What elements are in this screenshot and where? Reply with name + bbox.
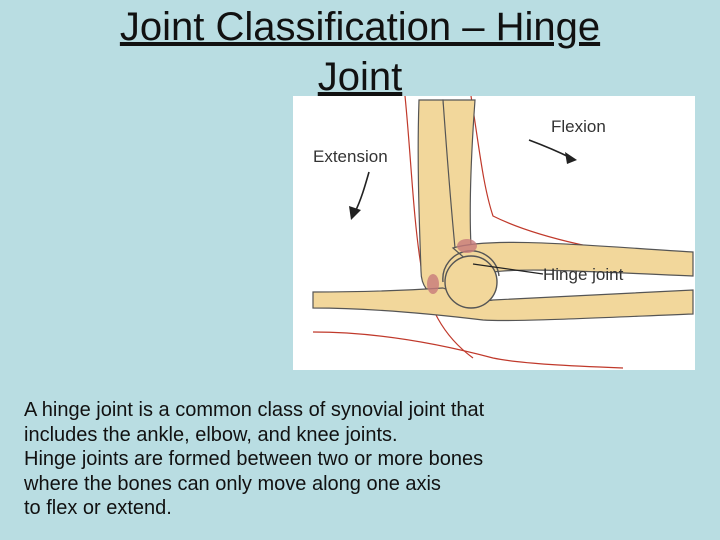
joint-head (444, 255, 498, 309)
body-line-4: where the bones can only move along one … (24, 472, 441, 495)
cartilage-side (427, 274, 439, 294)
flexion-arrow (528, 139, 572, 159)
title-line-2: Joint (317, 55, 403, 99)
body-text: A hinge joint is a common class of synov… (24, 398, 704, 521)
hinge-joint-diagram: Flexion Extension Hinge joint (293, 96, 695, 370)
slide-title: Joint Classification – Hinge Joint (40, 2, 680, 102)
flexion-label: Flexion (551, 117, 606, 136)
extension-arrow (354, 171, 370, 213)
body-line-2: includes the ankle, elbow, and knee join… (24, 423, 398, 446)
elbow-illustration: Flexion Extension Hinge joint (312, 96, 694, 369)
flexion-arrowhead (565, 152, 577, 164)
skin-outline-lower (312, 331, 624, 369)
hinge-joint-label: Hinge joint (543, 265, 624, 284)
hinge-joint-pointer (472, 263, 544, 275)
body-line-1: A hinge joint is a common class of synov… (24, 399, 485, 421)
title-line-1: Joint Classification – Hinge (119, 5, 601, 49)
extension-label: Extension (313, 147, 388, 166)
body-line-5: to flex or extend. (24, 497, 172, 519)
forearm-bone-lower (312, 287, 694, 322)
body-line-3: Hinge joints are formed between two or m… (24, 448, 484, 470)
cartilage-top (457, 239, 477, 253)
extension-arrowhead (349, 206, 361, 220)
